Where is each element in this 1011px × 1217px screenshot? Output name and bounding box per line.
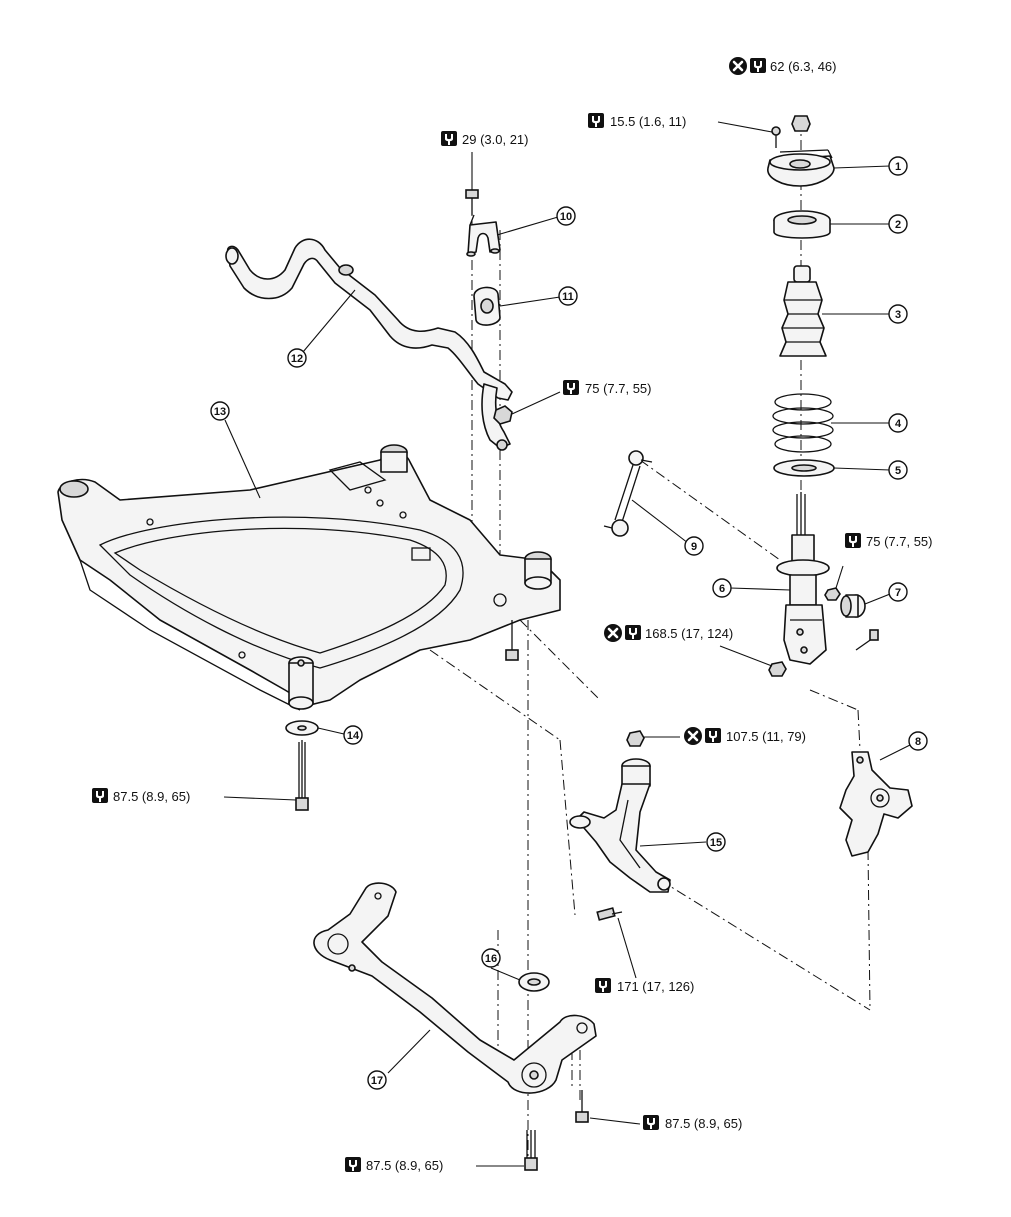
torque-spec-balljoint-nut: 107.5 (11, 79) [682,725,806,747]
svg-text:8: 8 [915,736,921,748]
svg-text:15: 15 [710,837,722,849]
svg-text:87.5 (8.9, 65): 87.5 (8.9, 65) [665,1116,742,1131]
callout-11: 11 [558,286,578,306]
svg-text:75 (7.7, 55): 75 (7.7, 55) [866,534,933,549]
strut-cam-bolt [840,594,879,651]
coil-spring [772,393,834,453]
callout-9: 9 [684,536,704,556]
stabilizer-bar [225,238,513,451]
member-front-bolt [505,620,519,661]
clamp-bolt [465,189,479,215]
torque-wrench-icon [563,380,579,395]
svg-text:29 (3.0, 21): 29 (3.0, 21) [462,132,529,147]
torque-wrench-icon [92,788,108,803]
svg-text:14: 14 [347,730,360,742]
svg-text:12: 12 [291,353,303,365]
member-stay-bolt-side [575,1090,589,1123]
callout-13: 13 [210,401,230,421]
callout-6: 6 [712,578,732,598]
svg-text:1: 1 [895,161,901,173]
svg-text:171 (17, 126): 171 (17, 126) [617,979,694,994]
svg-text:11: 11 [562,291,574,303]
callout-3: 3 [888,304,908,324]
svg-text:7: 7 [895,587,901,599]
callout-16: 16 [481,948,501,968]
strut-mount-bolt [771,126,781,148]
callout-4: 4 [888,413,908,433]
svg-text:87.5 (8.9, 65): 87.5 (8.9, 65) [113,789,190,804]
strut-mount-nut [791,115,811,132]
stabilizer-nut [493,405,513,425]
callout-8: 8 [908,731,928,751]
member-washer [518,972,550,992]
member-bushing-rear [285,656,319,811]
svg-text:9: 9 [691,541,697,553]
torque-wrench-icon [750,58,766,73]
torque-spec-link-bolt: 171 (17, 126) [595,978,694,994]
callout-15: 15 [706,832,726,852]
torque-wrench-icon [588,113,604,128]
torque-spec-bracket-nut: 75 (7.7, 55) [845,533,933,549]
callout-2: 2 [888,214,908,234]
callout-17: 17 [367,1070,387,1090]
torque-spec-member-rear-bolt: 87.5 (8.9, 65) [92,788,190,804]
member-stay [313,882,597,1094]
callout-14: 14 [343,725,363,745]
svg-text:16: 16 [485,953,497,965]
torque-wrench-icon [345,1157,361,1172]
spring-lower-seat [773,459,835,477]
torque-wrench-icon [845,533,861,548]
steering-knuckle [839,751,913,857]
callout-12: 12 [287,348,307,368]
callout-7: 7 [888,582,908,602]
svg-text:168.5 (17, 124): 168.5 (17, 124) [645,626,733,641]
callout-1: 1 [888,156,908,176]
transverse-link-bolt [596,907,623,921]
svg-text:4: 4 [895,418,902,430]
stabilizer-bushing [473,286,501,326]
torque-wrench-icon [625,625,641,640]
svg-text:15.5 (1.6, 11): 15.5 (1.6, 11) [610,114,686,129]
torque-spec-stay-bottom-bolt: 87.5 (8.9, 65) [345,1157,443,1173]
svg-text:6: 6 [719,583,725,595]
callout-leaders [223,121,911,1167]
torque-spec-stabilizer-nut: 75 (7.7, 55) [563,380,652,396]
svg-text:10: 10 [560,211,572,223]
x-circle-icon [682,725,704,747]
strut-assembly [776,492,830,665]
callout-10: 10 [556,206,576,226]
torque-spec-strut-lower-nut: 168.5 (17, 124) [602,622,733,644]
strut-bracket-nut [824,587,841,601]
strut-lower-nut [768,661,787,677]
torque-spec-stay-side-bolt: 87.5 (8.9, 65) [643,1115,742,1131]
member-stay-bolt-bottom [524,1130,538,1171]
svg-text:87.5 (8.9, 65): 87.5 (8.9, 65) [366,1158,443,1173]
svg-text:62 (6.3, 46): 62 (6.3, 46) [770,59,837,74]
strut-mounting-insulator [767,149,835,187]
torque-spec-mount-bolt: 15.5 (1.6, 11) [588,113,686,129]
svg-text:13: 13 [214,406,226,418]
torque-wrench-icon [441,131,457,146]
torque-spec-strut-nut: 62 (6.3, 46) [727,55,837,77]
strut-bearing [773,210,831,239]
x-circle-icon [727,55,749,77]
stabilizer-connecting-rod [603,450,653,537]
suspension-member [57,444,561,711]
bound-bumper [779,265,827,357]
svg-text:107.5 (11, 79): 107.5 (11, 79) [726,729,806,744]
svg-text:5: 5 [895,465,901,477]
svg-text:2: 2 [895,219,901,231]
torque-wrench-icon [595,978,611,993]
stabilizer-clamp [466,214,501,257]
torque-wrench-icon [643,1115,659,1130]
x-circle-icon [602,622,624,644]
svg-text:75 (7.7, 55): 75 (7.7, 55) [585,381,652,396]
svg-text:17: 17 [371,1075,383,1087]
torque-spec-clamp-bolt: 29 (3.0, 21) [441,131,529,147]
transverse-link [569,730,671,893]
callout-5: 5 [888,460,908,480]
svg-text:3: 3 [895,309,901,321]
torque-wrench-icon [705,728,721,743]
